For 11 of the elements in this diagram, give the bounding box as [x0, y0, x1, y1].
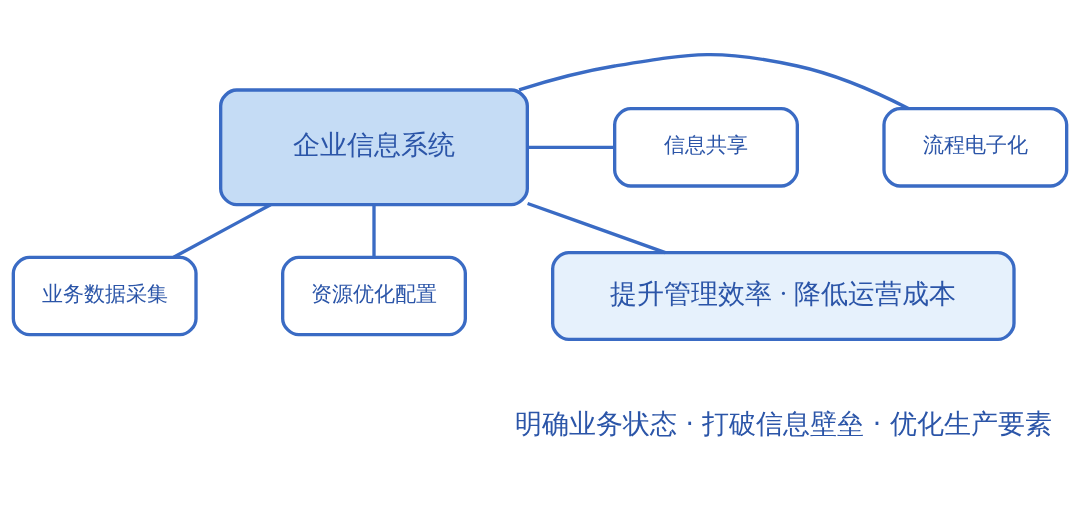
node-box: 业务数据采集 [11, 255, 198, 336]
connector [518, 52, 910, 110]
connector [527, 145, 615, 149]
connector [372, 204, 376, 257]
node-box: 流程电子化 [882, 106, 1069, 188]
node-box: 信息共享 [613, 106, 799, 188]
connector [527, 201, 666, 254]
node-box: 企业信息系统 [219, 87, 529, 206]
node-box: 资源优化配置 [281, 255, 467, 336]
node-box: 提升管理效率 · 降低运营成本 [551, 250, 1016, 341]
label: 明确业务状态 · 打破信息壁垒 · 优化生产要素 [514, 407, 1052, 439]
